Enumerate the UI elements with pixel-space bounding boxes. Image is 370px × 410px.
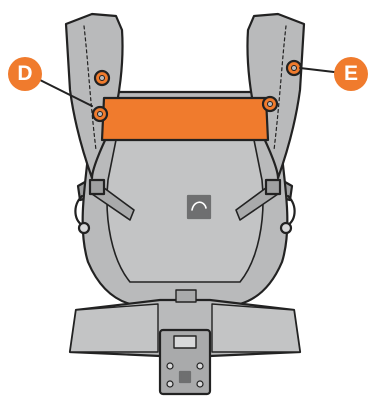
snap-button-icon [285,59,303,77]
brand-logo-mark [191,201,207,211]
left-strap-stitching [83,25,97,151]
brand-logo-icon [186,194,212,220]
belt-logo-icon [178,370,192,384]
belt-buckle [173,335,197,349]
right-shoulder-strap [246,12,306,180]
strap-end-knob [279,221,293,235]
label-d-leader-line [35,77,93,107]
snap-button-icon [166,362,174,370]
strap-buckle-icon [88,178,106,196]
snap-button-icon [166,380,174,388]
waist-belt-left-panel [69,303,159,353]
snap-button-icon [261,95,279,113]
strap-buckle-icon [264,178,282,196]
label-e-leader-line [299,67,335,73]
snap-button-icon [196,380,204,388]
snap-button-icon [93,69,111,87]
waist-belt-right-panel [211,303,301,353]
left-shoulder-strap [64,12,124,180]
right-strap-stitching [273,25,287,151]
snap-button-icon [196,362,204,370]
lower-connector [175,289,197,303]
belt-center-plate [158,328,212,396]
carrier-inner-panel [106,119,264,283]
head-support-accent [100,96,270,142]
snap-button-icon [91,105,109,123]
callout-badge-e: E [334,57,368,91]
strap-end-knob [77,221,91,235]
callout-badge-d: D [8,57,42,91]
